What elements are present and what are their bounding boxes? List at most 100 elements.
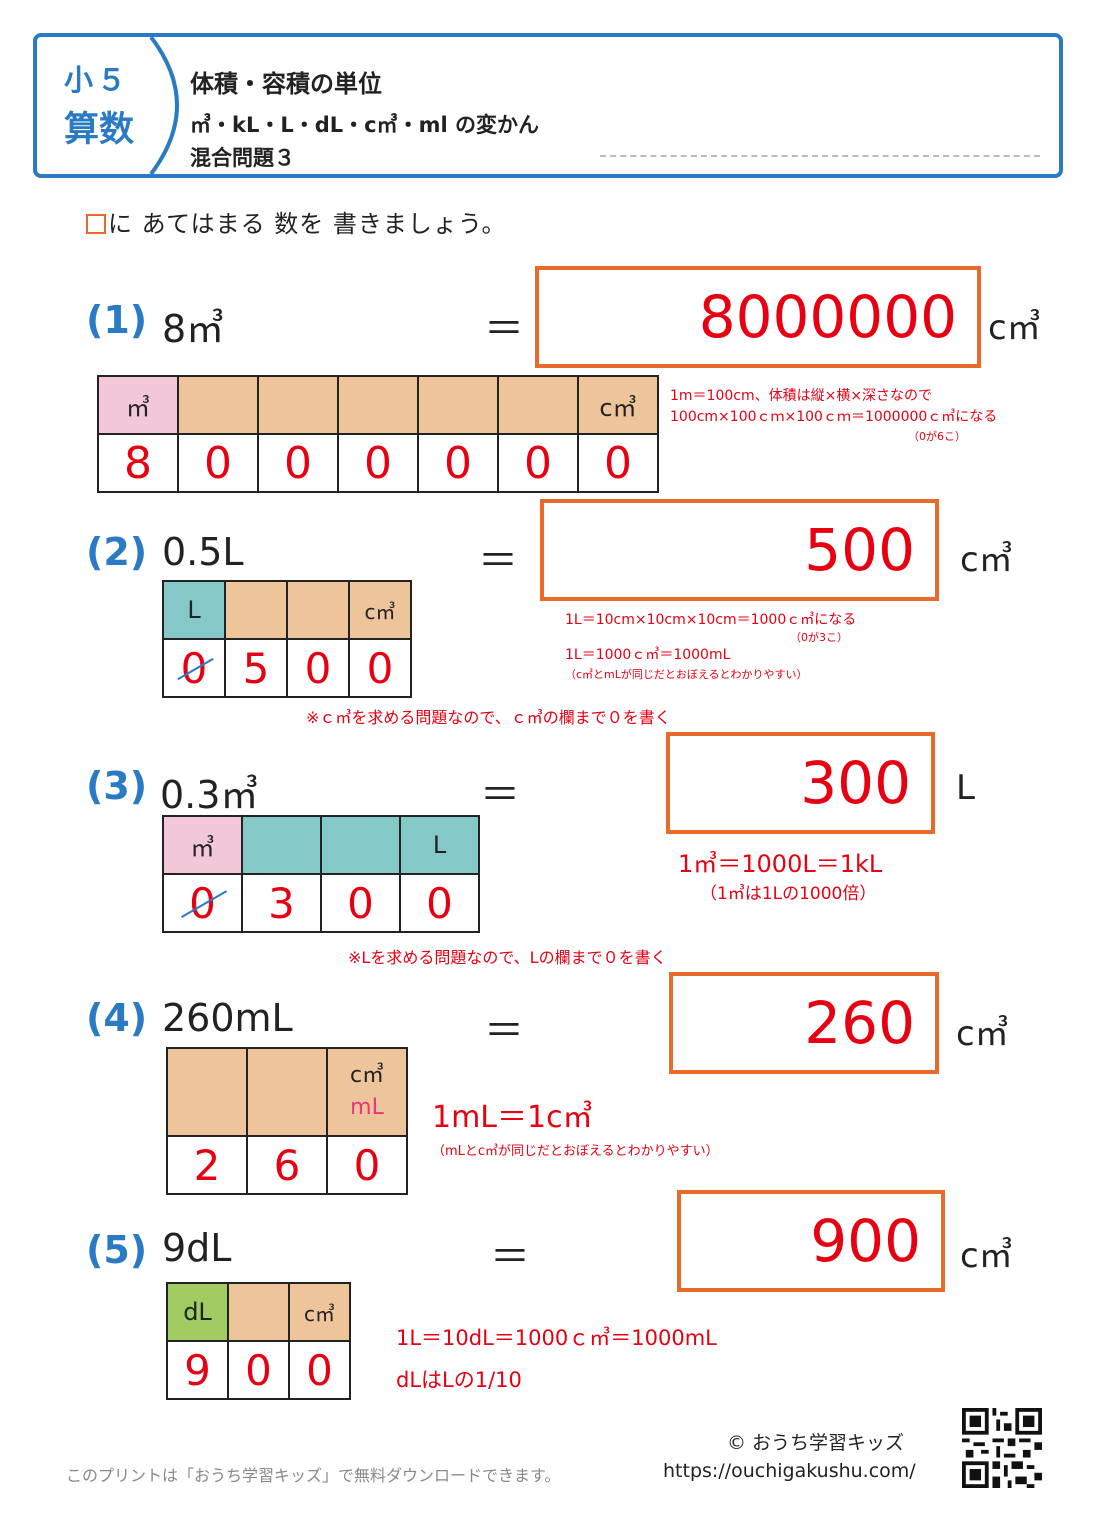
table-digit-cell[interactable]: 0: [320, 873, 401, 933]
problem-2-note-4: （c㎥とmLが同じだとおぼえるとわかりやすい）: [565, 668, 808, 681]
table-digit-cell[interactable]: 0: [348, 638, 412, 698]
problem-4-unit: c㎥: [956, 1014, 1009, 1054]
table-digit-cell[interactable]: 5: [224, 638, 288, 698]
table-digit-cell[interactable]: 3: [241, 873, 322, 933]
table-header-cell: [177, 375, 259, 435]
table-header-cell: [417, 375, 499, 435]
instruction-text: に あてはまる 数を 書きましょう。: [108, 210, 507, 238]
problem-2-answer[interactable]: 500: [540, 499, 939, 601]
problem-4-answer[interactable]: 260: [669, 972, 939, 1074]
problem-3-expression: 0.3㎥: [160, 773, 259, 817]
problem-4-note-2: （mLとc㎥が同じだとおぼえるとわかりやすい）: [432, 1144, 719, 1159]
header-frame: [33, 33, 1063, 178]
table-header-cell: c㎥: [348, 580, 412, 640]
problem-4-equals: ＝: [484, 1008, 524, 1054]
table-digit-cell-struck[interactable]: 0: [162, 638, 226, 698]
problem-1-place-value-table: ㎥ c㎥ 8 0 0 0 0 0 0: [97, 375, 659, 493]
answer-box-icon: [86, 214, 106, 234]
problem-3-footnote: ※Lを求める問題なので、Lの欄まで０を書く: [348, 948, 667, 967]
table-header-cell: c㎥: [577, 375, 659, 435]
problem-1-unit: c㎥: [988, 308, 1041, 348]
table-digit-cell[interactable]: 0: [326, 1135, 408, 1195]
copyright: © おうち学習キッズ: [727, 1432, 905, 1454]
table-digit-cell-struck[interactable]: 0: [162, 873, 243, 933]
table-header-cell: [320, 815, 401, 875]
problem-2-equals: ＝: [478, 538, 518, 584]
instruction: に あてはまる 数を 書きましょう。: [86, 204, 507, 239]
problem-1-answer[interactable]: 8000000: [535, 266, 981, 368]
table-header-cell: c㎥: [288, 1282, 351, 1342]
table-header-cell: ㎥: [97, 375, 179, 435]
problem-2-place-value-table: L c㎥ 0 5 0 0: [162, 580, 412, 698]
table-header-cell: ㎥: [162, 815, 243, 875]
header-divider: [149, 35, 179, 176]
table-header-cell-stacked: c㎥ mL: [326, 1047, 408, 1137]
problem-3-equals: ＝: [480, 772, 520, 818]
name-line: [600, 155, 1040, 157]
problem-2-footnote: ※ｃ㎥を求める問題なので、ｃ㎥の欄まで０を書く: [306, 708, 671, 727]
table-digit-cell[interactable]: 9: [166, 1340, 229, 1400]
problem-4-expression: 260mL: [162, 996, 293, 1040]
problem-2-unit: c㎥: [960, 540, 1013, 580]
problem-4-note-1: 1mL＝1c㎥: [432, 1100, 593, 1135]
table-header-cell: [241, 815, 322, 875]
problem-5-unit: c㎥: [960, 1236, 1013, 1276]
problem-2-note-1: 1L＝10cm×10cm×10cm＝1000ｃ㎥になる: [565, 612, 857, 628]
problem-2-expression: 0.5L: [162, 530, 244, 574]
subject-label: 算数: [63, 110, 134, 150]
table-digit-cell[interactable]: 6: [246, 1135, 328, 1195]
table-digit-cell[interactable]: 0: [227, 1340, 290, 1400]
problem-5-place-value-table: dL c㎥ 9 0 0: [166, 1282, 351, 1400]
problem-1-note-2: 100cm×100ｃｍ×100ｃｍ＝1000000ｃ㎥になる: [670, 409, 998, 425]
qr-code-icon[interactable]: [962, 1408, 1042, 1488]
problem-3-answer[interactable]: 300: [666, 732, 935, 834]
table-digit-cell[interactable]: 0: [497, 433, 579, 493]
download-note: このプリントは「おうち学習キッズ」で無料ダウンロードできます。: [66, 1466, 561, 1485]
table-header-unit-top: c㎥: [349, 1063, 385, 1088]
table-header-cell: [227, 1282, 290, 1342]
problem-3-number: (3): [86, 764, 148, 808]
table-digit-cell[interactable]: 0: [286, 638, 350, 698]
problem-4-number: (4): [86, 996, 148, 1040]
problem-2-note-3: 1L＝1000ｃ㎥＝1000mL: [565, 647, 731, 663]
table-header-cell: L: [162, 580, 226, 640]
problem-1-equals: ＝: [484, 306, 524, 352]
table-header-cell: [166, 1047, 248, 1137]
table-header-cell: [257, 375, 339, 435]
table-digit-cell[interactable]: 0: [288, 1340, 351, 1400]
problem-5-expression: 9dL: [162, 1226, 232, 1270]
table-header-cell: [286, 580, 350, 640]
problem-1-note-1: 1m＝100cm、体積は縦×横×深さなので: [670, 388, 933, 404]
table-digit-cell[interactable]: 8: [97, 433, 179, 493]
problem-3-unit: L: [956, 768, 975, 808]
table-digit-cell[interactable]: 0: [417, 433, 499, 493]
problem-1-note-3: （0が6こ）: [908, 430, 966, 443]
table-header-cell: [497, 375, 579, 435]
table-digit-cell[interactable]: 0: [177, 433, 259, 493]
table-header-cell: L: [399, 815, 480, 875]
problem-5-note-1: 1L＝10dL＝1000ｃ㎥＝1000mL: [396, 1326, 717, 1350]
page-title: 体積・容積の単位: [190, 70, 382, 98]
problem-2-note-2: （0が3こ）: [790, 631, 848, 644]
page-subtitle: ㎥・kL・L・dL・c㎥・ml の変かん: [190, 113, 539, 137]
problem-5-answer[interactable]: 900: [677, 1190, 945, 1292]
table-digit-cell[interactable]: 0: [337, 433, 419, 493]
problem-1-expression: 8㎥: [162, 307, 225, 351]
problem-5-number: (5): [86, 1228, 148, 1272]
problem-1-number: (1): [86, 298, 148, 342]
table-digit-cell[interactable]: 2: [166, 1135, 248, 1195]
grade-label: 小５: [63, 63, 130, 97]
problem-2-number: (2): [86, 530, 148, 574]
site-url[interactable]: https://ouchigakushu.com/: [663, 1460, 916, 1482]
table-header-cell: [246, 1047, 328, 1137]
problem-5-note-2: dLはLの1/10: [396, 1368, 522, 1392]
problem-4-place-value-table: c㎥ mL 2 6 0: [166, 1047, 408, 1195]
page-subtitle-2: 混合問題３: [190, 146, 295, 170]
table-digit-cell[interactable]: 0: [257, 433, 339, 493]
table-header-cell: [337, 375, 419, 435]
table-header-cell: dL: [166, 1282, 229, 1342]
problem-3-place-value-table: ㎥ L 0 3 0 0: [162, 815, 480, 933]
table-digit-cell[interactable]: 0: [399, 873, 480, 933]
problem-3-note-1: 1㎥＝1000L＝1kL: [678, 850, 883, 878]
table-digit-cell[interactable]: 0: [577, 433, 659, 493]
